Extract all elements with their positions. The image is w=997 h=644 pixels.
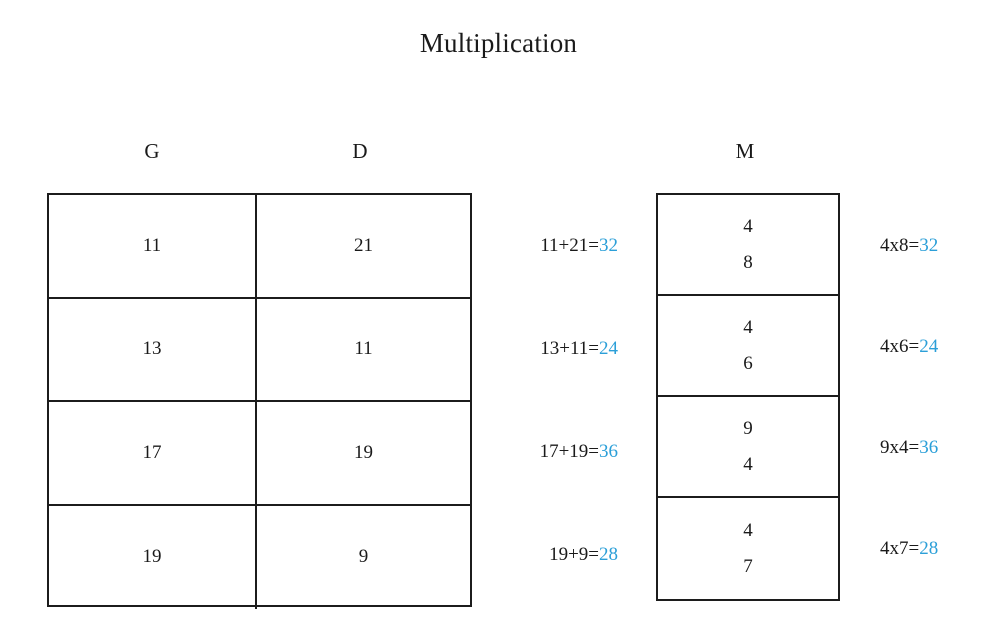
addition-expression: 13+11= xyxy=(540,338,599,359)
multiplication-equation: 4x6=24 xyxy=(880,335,997,359)
gd-cell-g: 19 xyxy=(49,505,257,609)
multiplication-result: 28 xyxy=(919,538,939,559)
table-row: 4 6 xyxy=(658,296,838,397)
addition-expression: 11+21= xyxy=(540,235,599,256)
multiplication-result: 24 xyxy=(919,336,939,357)
gd-cell-d: 19 xyxy=(354,441,373,463)
gd-cell-d: 9 xyxy=(358,546,369,568)
gd-cell-g: 11 xyxy=(49,195,257,297)
page-title: Multiplication xyxy=(419,28,578,58)
multiplication-result: 36 xyxy=(919,437,939,458)
m-cell-bottom: 8 xyxy=(743,251,753,273)
gd-cell-g: 17 xyxy=(49,402,257,504)
gd-table: 11 21 13 11 17 19 19 9 xyxy=(47,193,472,609)
column-header-m: M xyxy=(735,139,755,163)
addition-equation: 11+21=32 xyxy=(470,234,618,258)
table-row: 13 11 xyxy=(49,298,470,402)
m-cell-bottom: 4 xyxy=(743,453,753,475)
gd-cell-d: 21 xyxy=(354,234,373,256)
multiplication-equation: 4x7=28 xyxy=(880,537,997,561)
gd-cell-d: 11 xyxy=(354,338,373,360)
multiplication-expression: 9x4= xyxy=(880,437,920,458)
m-cell-bottom: 6 xyxy=(743,352,753,374)
addition-result: 36 xyxy=(599,441,618,462)
m-cell-top: 4 xyxy=(743,519,753,541)
addition-result: 28 xyxy=(599,544,618,565)
multiplication-equation: 9x4=36 xyxy=(880,436,997,460)
addition-equation: 19+9=28 xyxy=(470,543,618,567)
multiplication-expression: 4x8= xyxy=(880,235,920,256)
table-row: 17 19 xyxy=(49,402,470,506)
m-cell-top: 4 xyxy=(743,215,753,237)
addition-result: 24 xyxy=(599,338,618,359)
addition-result: 32 xyxy=(599,235,618,256)
m-table: 4 8 4 6 9 4 4 7 xyxy=(656,193,840,601)
multiplication-equation: 4x8=32 xyxy=(880,234,997,258)
table-row: 19 9 xyxy=(49,505,470,609)
column-header-d: D xyxy=(352,139,368,163)
table-row: 4 8 xyxy=(658,195,838,296)
column-header-g: G xyxy=(144,139,160,163)
addition-expression: 19+9= xyxy=(549,544,599,565)
table-row: 4 7 xyxy=(658,498,838,599)
addition-equations: 11+21=32 13+11=24 17+19=36 19+9=28 xyxy=(470,193,622,607)
multiplication-expression: 4x7= xyxy=(880,538,920,559)
m-cell-top: 4 xyxy=(743,316,753,338)
multiplication-equations: 4x8=32 4x6=24 9x4=36 4x7=28 xyxy=(860,193,990,601)
gd-cell-g: 13 xyxy=(49,298,257,400)
addition-equation: 17+19=36 xyxy=(470,440,618,464)
table-row: 11 21 xyxy=(49,195,470,299)
m-cell-top: 9 xyxy=(743,417,753,439)
m-cell-bottom: 7 xyxy=(743,555,753,577)
table-row: 9 4 xyxy=(658,397,838,498)
addition-equation: 13+11=24 xyxy=(470,337,618,361)
multiplication-result: 32 xyxy=(919,235,939,256)
addition-expression: 17+19= xyxy=(539,441,599,462)
multiplication-expression: 4x6= xyxy=(880,336,920,357)
